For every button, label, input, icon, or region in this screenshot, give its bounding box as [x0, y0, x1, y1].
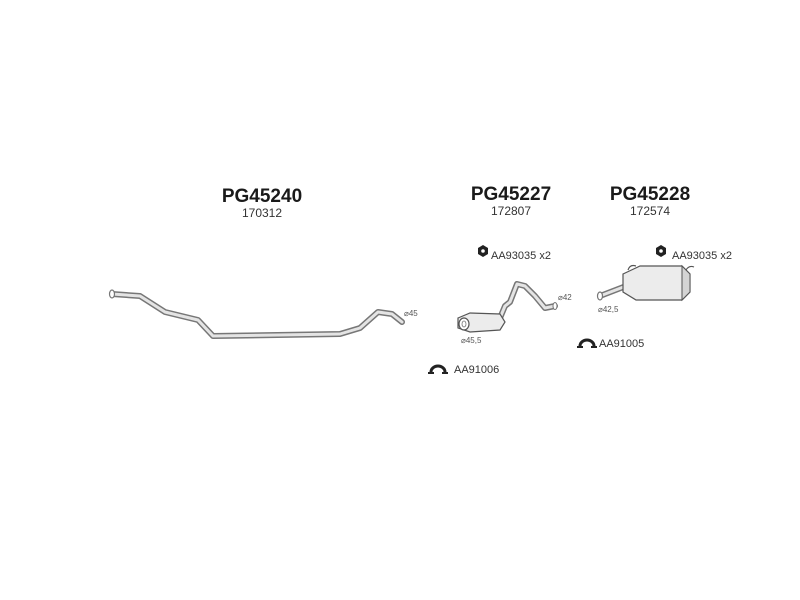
rear-silencer: [596, 264, 695, 302]
accessory-ref: AA93035 x2: [672, 250, 732, 262]
part-code: PG45227: [471, 184, 551, 205]
part-pg45228[interactable]: PG45228 172574 ⌀42,5: [596, 184, 695, 314]
part-pg45240[interactable]: PG45240 170312 ⌀45: [108, 186, 419, 339]
diameter-label: ⌀42: [558, 293, 572, 302]
accessory-clamp-2[interactable]: AA91006: [428, 364, 499, 376]
accessory-nut-1[interactable]: AA93035 x2: [478, 245, 551, 262]
diameter-label: ⌀45,5: [461, 336, 482, 345]
part-code: PG45240: [222, 186, 302, 207]
accessory-ref: AA91006: [454, 364, 499, 376]
accessory-clamp-1[interactable]: AA91005: [577, 338, 644, 350]
diameter-label: ⌀45: [404, 309, 418, 318]
pipe-clamp-icon: [428, 364, 448, 374]
front-pipe: [108, 289, 405, 339]
part-number: 170312: [242, 206, 282, 220]
part-code: PG45228: [610, 184, 690, 205]
accessory-ref: AA91005: [599, 338, 644, 350]
pipe-clamp-icon: [577, 338, 597, 348]
diameter-label: ⌀42,5: [598, 305, 619, 314]
accessory-nut-2[interactable]: AA93035 x2: [656, 245, 732, 262]
part-pg45227[interactable]: PG45227 172807 ⌀42 ⌀45,5: [457, 184, 572, 345]
middle-silencer: [457, 281, 558, 333]
part-number: 172807: [491, 204, 531, 218]
part-number: 172574: [630, 204, 670, 218]
hex-nut-icon: [656, 245, 666, 257]
accessory-ref: AA93035 x2: [491, 250, 551, 262]
hex-nut-icon: [478, 245, 488, 257]
